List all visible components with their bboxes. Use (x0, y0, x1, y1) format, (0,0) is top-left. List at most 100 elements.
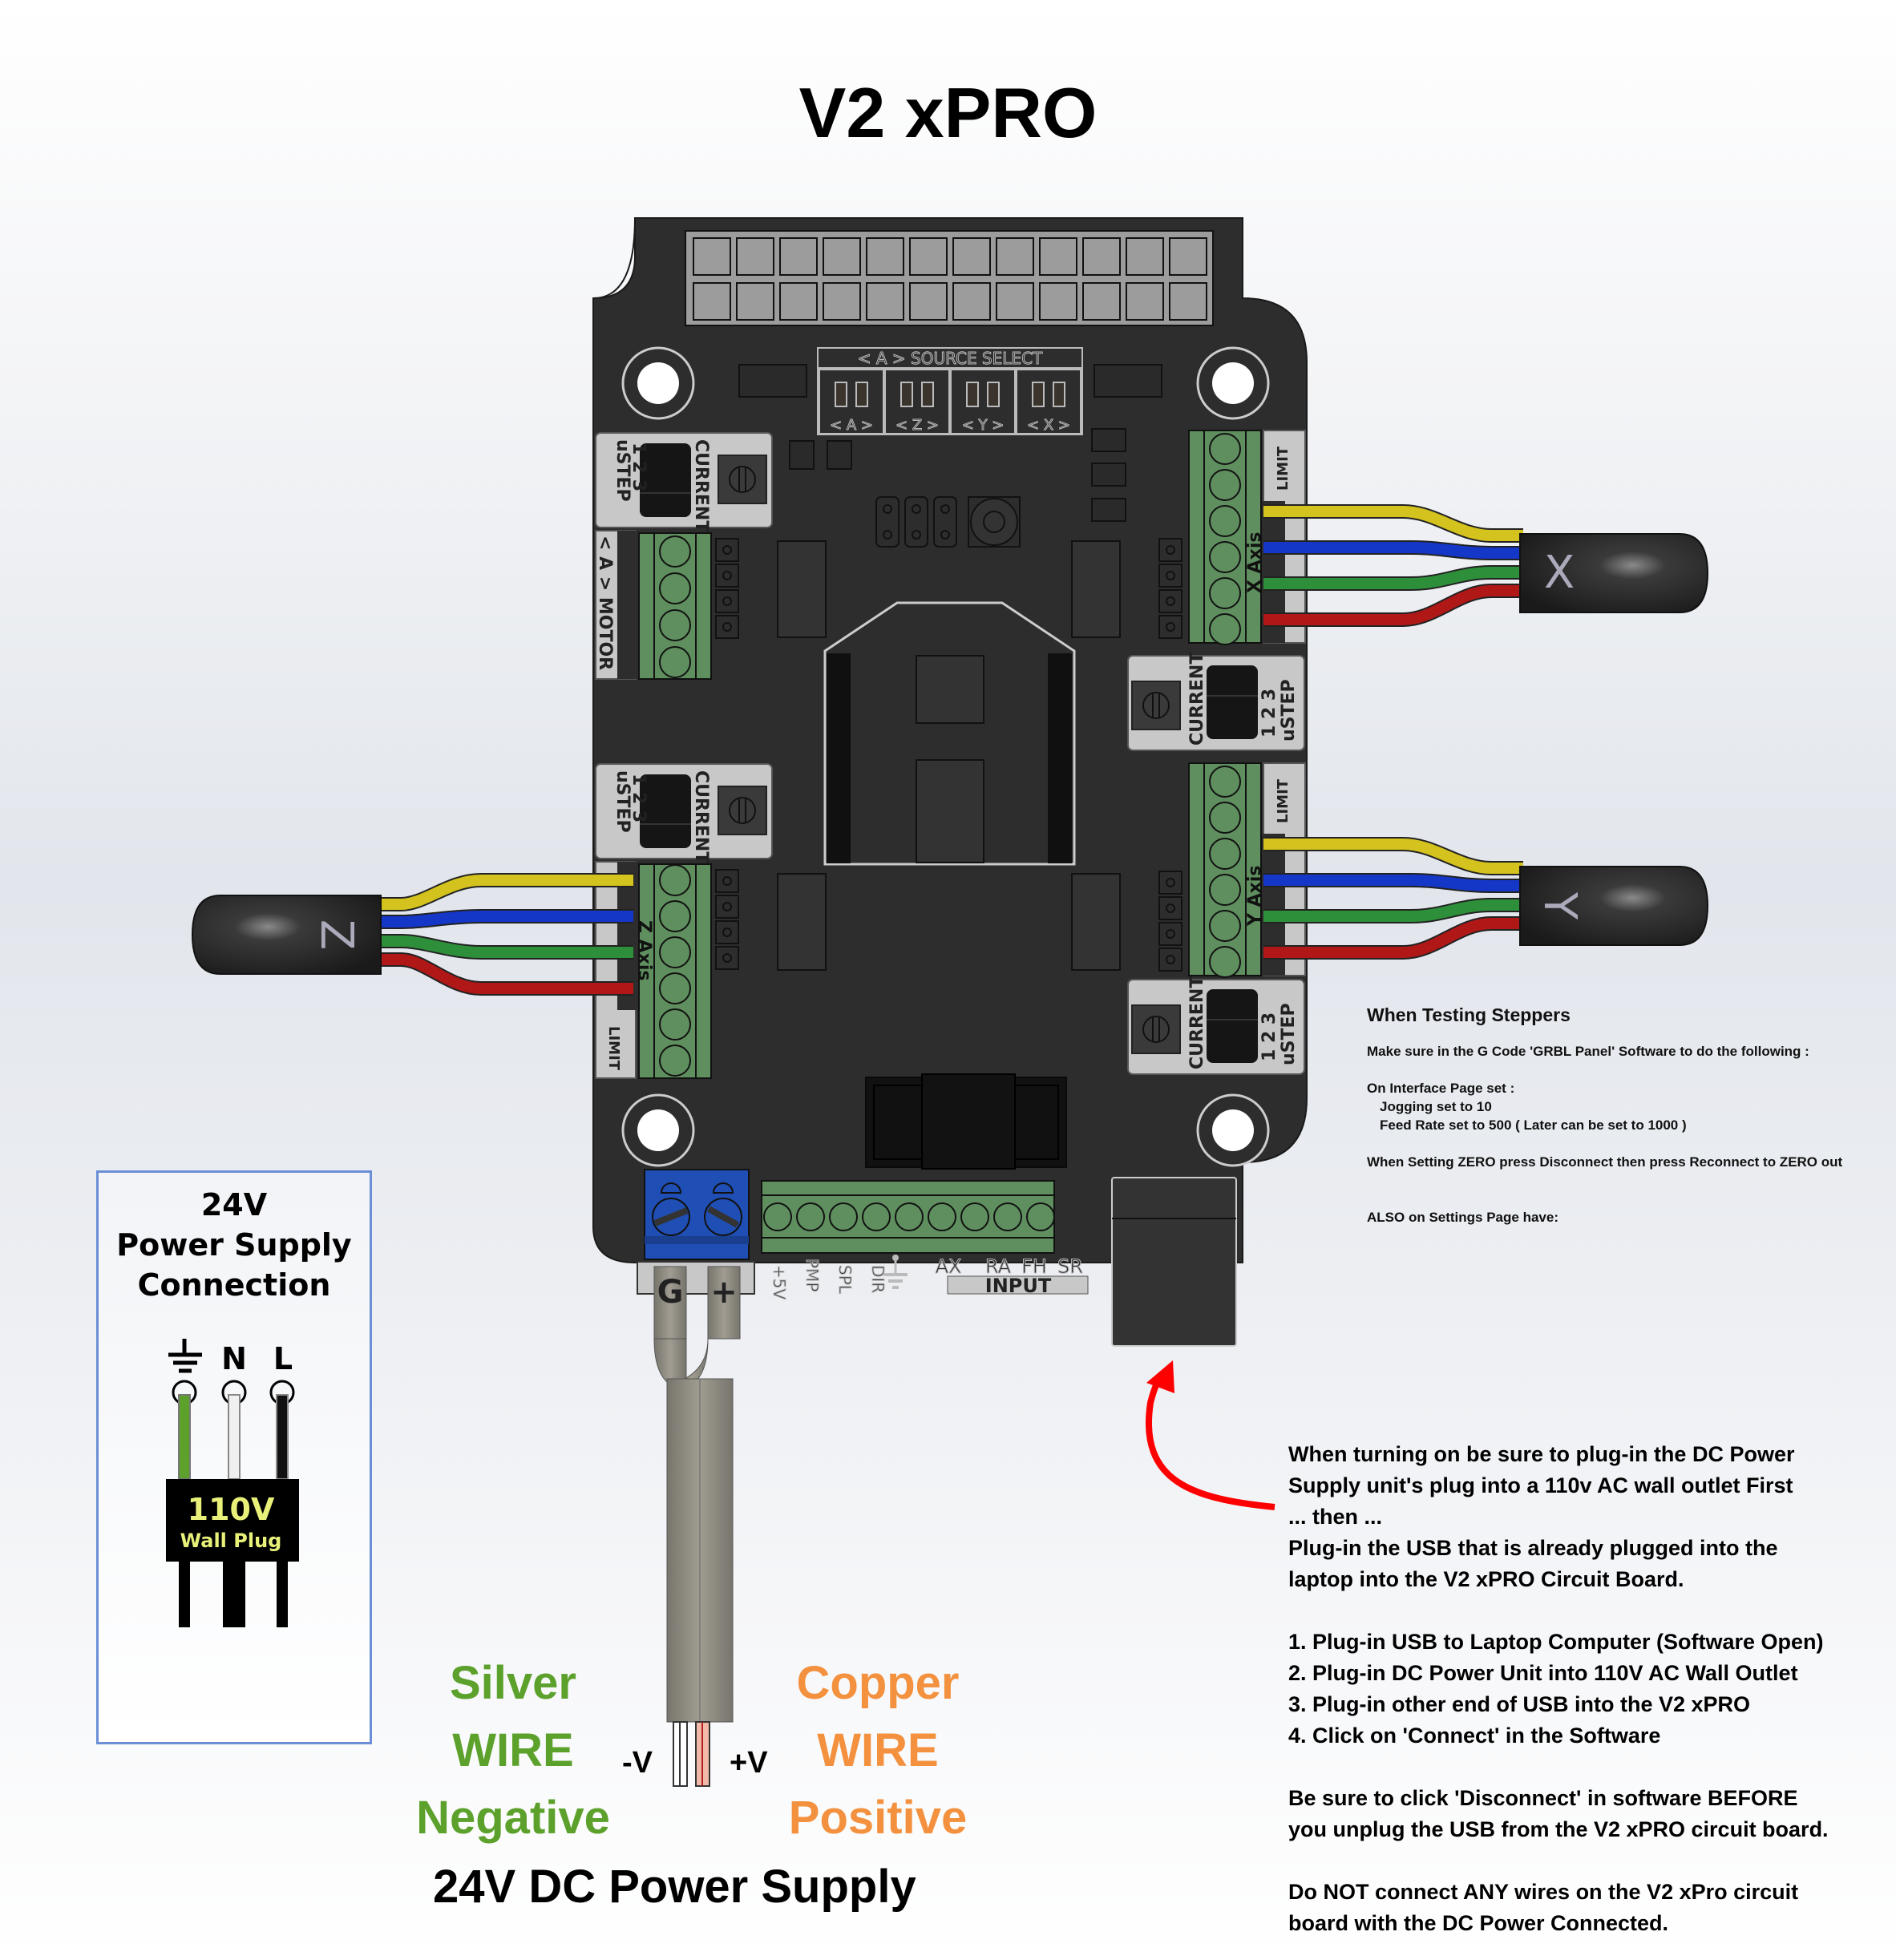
mounting-hole-bottom-left (621, 1093, 695, 1167)
testing-intro: Make sure in the G Code 'GRBL Panel' Sof… (1367, 1044, 1809, 1059)
source-select-cell (1016, 369, 1081, 434)
pin-pad (1158, 564, 1182, 588)
pin-pad (1158, 922, 1182, 946)
y-motor-label: Y (1534, 891, 1586, 920)
interface-heading: On Interface Page set : (1367, 1081, 1515, 1096)
current-label-z: CURRENT (691, 770, 711, 863)
feed-rate-setting: Feed Rate set to 500 ( Later can be set … (1380, 1117, 1687, 1133)
wall-plug-body (166, 1479, 299, 1562)
pin-pad (715, 920, 739, 944)
header-pin (736, 282, 774, 321)
dip-pad (987, 382, 1000, 407)
silver-line2: WIRE (452, 1724, 574, 1776)
input-screw (928, 1202, 956, 1231)
io-label-dir: DIR (868, 1265, 887, 1293)
current-label: CURRENT (691, 439, 711, 532)
input-screw (993, 1202, 1022, 1231)
power-supply-title: 24V Power Supply Connection (96, 1185, 372, 1305)
dip-pad (966, 382, 979, 407)
pin-pad (715, 564, 739, 588)
x-axis-terminal: X Axis LIMIT (1158, 430, 1306, 645)
header-pin (1169, 282, 1207, 321)
plug-prong-ground (179, 1562, 190, 1627)
header-pin (909, 282, 948, 321)
positive-v-label: +V (730, 1746, 768, 1780)
power-instructions: When turning on be sure to plug-in the D… (1288, 1439, 1882, 1939)
mcu-module (823, 601, 1076, 866)
silver-line3: Negative (416, 1792, 610, 1844)
red-arrow-head (1146, 1360, 1174, 1393)
header-pin (1039, 282, 1077, 321)
limit-label-x: LIMIT (1275, 446, 1292, 491)
pin-hole (722, 953, 732, 963)
input-terminal-block (761, 1180, 1055, 1254)
header-pin (779, 237, 818, 276)
terminal-screw (659, 535, 691, 568)
pin-hole (1166, 571, 1175, 580)
current-label-x: CURRENT (1187, 653, 1207, 746)
a-driver-settings: uSTEP 1 2 3 CURRENT (595, 432, 773, 532)
source-select-channel: < A > (830, 417, 873, 434)
warning-line1: Do NOT connect ANY wires on the V2 xPro … (1288, 1880, 1799, 1904)
pin-hole (1166, 878, 1175, 887)
pin-hole (1166, 929, 1175, 939)
pin-pad (715, 895, 739, 919)
ps-title-line2: Power Supply (116, 1227, 352, 1263)
terminal-screw (1209, 874, 1241, 906)
usb-b-port[interactable] (1111, 1177, 1237, 1347)
io-label-spl: SPL (835, 1265, 855, 1295)
input-screw (796, 1202, 825, 1231)
input-label-fh: FH (1021, 1255, 1047, 1278)
terminal-screw (1209, 613, 1241, 645)
ustep-numbers-z: 1 2 3 (629, 774, 649, 822)
input-screw (829, 1202, 858, 1231)
pin-hole (1166, 622, 1175, 632)
pin-hole (722, 927, 732, 937)
header-pin (996, 282, 1034, 321)
ps-title-line1: 24V (200, 1187, 268, 1222)
instr-line3: ... then ... (1288, 1505, 1383, 1529)
pin-hole (722, 571, 732, 580)
mounting-hole-top-left (621, 346, 695, 420)
x-motor-cable: X (1263, 504, 1709, 627)
dip-pad (1032, 382, 1045, 407)
ustep-numbers-y: 1 2 3 (1259, 1012, 1279, 1061)
instr-line2: Supply unit's plug into a 110v AC wall o… (1288, 1473, 1793, 1497)
terminal-screw (1209, 433, 1241, 465)
terminal-screw (1209, 802, 1241, 834)
red-arrow (1146, 1370, 1275, 1510)
live-label: L (273, 1341, 293, 1376)
z-driver-settings: uSTEP 1 2 3 CURRENT (595, 763, 773, 863)
source-select-channel: < Y > (962, 417, 1005, 434)
io-label-pmp: PMP (802, 1259, 822, 1291)
terminal-screw (659, 572, 691, 604)
page-title: V2 xPRO (798, 73, 1098, 152)
header-pin (909, 237, 948, 276)
copper-wire-label: Copper WIRE Positive (750, 1650, 1006, 1852)
copper-line2: WIRE (817, 1724, 939, 1776)
dc-supply-title: 24V DC Power Supply (433, 1861, 916, 1913)
limit-label-z: LIMIT (605, 1026, 622, 1071)
terminal-screw (659, 646, 691, 678)
header-connector (685, 230, 1214, 326)
x-axis-label: X Axis (1245, 532, 1265, 593)
pin-pad (1158, 615, 1182, 639)
step-3: 3. Plug-in other end of USB into the V2 … (1288, 1692, 1751, 1716)
step-4: 4. Click on 'Connect' in the Software (1288, 1724, 1661, 1748)
source-select-cell (950, 369, 1016, 434)
header-pin (1126, 282, 1164, 321)
silver-wire-label: Silver WIRE Negative (385, 1650, 641, 1852)
neutral-wire (228, 1394, 241, 1480)
pin-pad (715, 615, 739, 639)
header-pin (952, 282, 991, 321)
pin-pad (1158, 589, 1182, 613)
settings-note: ALSO on Settings Page have: (1367, 1210, 1558, 1225)
input-screw (895, 1202, 924, 1231)
y-motor-cable: Y (1263, 837, 1709, 960)
instr-line1: When turning on be sure to plug-in the D… (1288, 1442, 1795, 1466)
io-label-5v: +5V (770, 1265, 789, 1299)
terminal-screw (1209, 541, 1241, 573)
io-labels: +5V PMP SPL DIR AX RA FH SR INPUT (770, 1255, 1089, 1300)
warning-line2: board with the DC Power Connected. (1288, 1911, 1669, 1935)
header-pin (866, 282, 904, 321)
